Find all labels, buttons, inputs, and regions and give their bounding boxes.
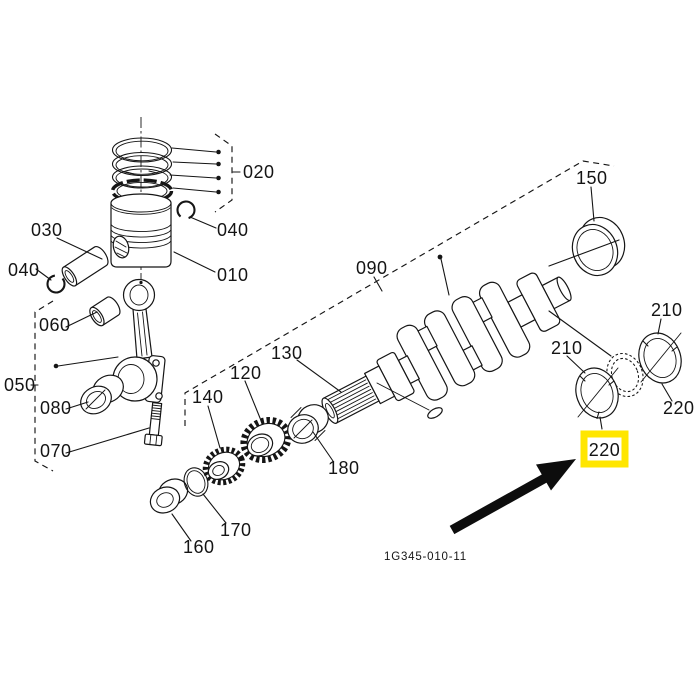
part-label-090: 090 <box>356 258 388 278</box>
thrust-washer-middle <box>606 352 644 398</box>
part-label-120: 120 <box>230 363 262 383</box>
part-label-060: 060 <box>39 315 71 335</box>
snap-ring-right <box>176 200 196 220</box>
rod-bearing <box>80 374 124 415</box>
oil-ring <box>110 178 174 204</box>
part-label-030: 030 <box>31 220 63 240</box>
timing-gear-120 <box>240 416 292 464</box>
crankshaft <box>321 272 572 424</box>
piston-pin-bore-hatch <box>114 240 128 258</box>
bracket-020 <box>214 133 233 213</box>
highlight-box[interactable] <box>580 430 629 468</box>
part-label-140: 140 <box>192 387 224 407</box>
snap-ring-left <box>46 274 66 294</box>
thrust-bearing-right <box>638 332 682 384</box>
crank-rear-stub-end <box>556 276 572 302</box>
arrow-shaft <box>449 472 550 535</box>
crank-spline-end-bore <box>325 403 335 419</box>
part-label-150: 150 <box>576 168 608 188</box>
o-ring-170 <box>183 467 209 497</box>
leader-lines <box>35 147 673 542</box>
crank-web-3 <box>451 296 503 373</box>
callout-arrow-icon <box>449 459 576 535</box>
bolt-threads <box>150 404 162 420</box>
part-label-010: 010 <box>217 265 249 285</box>
woodruff-key <box>427 407 443 419</box>
part-label-070: 070 <box>40 441 72 461</box>
part-label-210-left: 210 <box>551 338 583 358</box>
part-labels: 020 030 040 040 010 060 050 080 070 090 … <box>4 162 695 563</box>
part-label-180: 180 <box>328 458 360 478</box>
part-label-040-left: 040 <box>8 260 40 280</box>
part-label-050: 050 <box>4 375 36 395</box>
part-label-170: 170 <box>220 520 252 540</box>
small-end-bushing <box>89 296 121 327</box>
bearing-sleeve-180 <box>287 404 329 444</box>
crank-spline-lines <box>327 379 377 420</box>
bolt-head <box>143 433 163 447</box>
thrust-bearing-left <box>575 367 619 420</box>
crank-web-2 <box>423 310 476 387</box>
piston <box>110 193 172 268</box>
rod-bolt <box>143 402 163 447</box>
crank-web-4 <box>478 281 531 358</box>
arrow-head <box>536 459 576 491</box>
part-label-220-right: 220 <box>663 398 695 418</box>
bracket-050 <box>34 300 54 472</box>
bearing-160 <box>149 478 189 514</box>
part-label-210-right: 210 <box>651 300 683 320</box>
timing-gear-140 <box>202 446 246 486</box>
part-label-160: 160 <box>183 537 215 557</box>
connecting-rod <box>112 278 166 403</box>
part-label-220-highlighted[interactable]: 220 <box>589 440 621 460</box>
bracket-090 <box>184 160 615 426</box>
highlight-callout[interactable]: 220 <box>580 430 629 468</box>
part-label-040-right: 040 <box>217 220 249 240</box>
seal-ring-150 <box>571 216 626 277</box>
part-label-130: 130 <box>271 343 303 363</box>
part-label-080: 080 <box>40 398 72 418</box>
rod-small-end <box>122 278 156 312</box>
piston-rings <box>110 137 174 204</box>
part-label-020: 020 <box>243 162 275 182</box>
diagram-code: 1G345-010-11 <box>384 551 467 563</box>
